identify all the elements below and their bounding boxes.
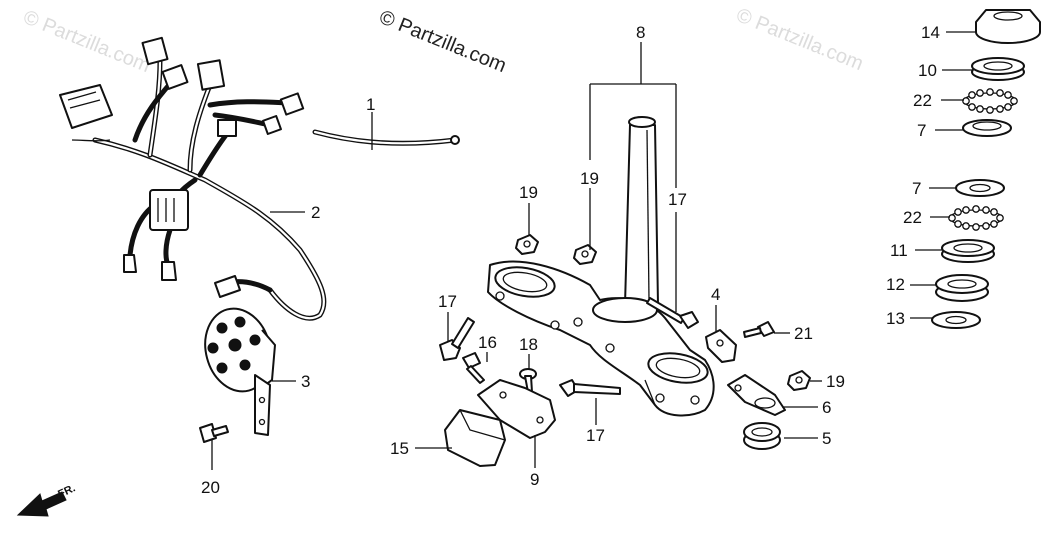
callout-19-left: 19 [519,183,538,202]
front-direction-label: FR. [56,482,77,500]
nut-19-drawing [515,234,811,391]
callout-14: 14 [921,23,940,42]
callout-4: 4 [711,285,720,304]
callout-22-top: 22 [913,91,932,110]
callout-7-bottom: 7 [912,179,921,198]
callout-18: 18 [519,335,538,354]
callout-17-left: 17 [438,292,457,311]
watermark-faint-right: © Partzilla.com [733,4,866,75]
callout-20: 20 [201,478,220,497]
callout-3: 3 [301,372,310,391]
callout-11: 11 [890,241,908,260]
wire-harness-drawing [59,36,460,321]
bolt-17-drawing [439,297,699,397]
callout-12: 12 [886,275,905,294]
cover-15-drawing [444,409,506,467]
callout-16: 16 [478,333,497,352]
screw-21-drawing [743,321,775,338]
callout-labels: 1 2 3 4 5 6 7 7 8 9 10 11 12 13 14 15 16… [201,23,940,497]
callout-10: 10 [918,61,937,80]
callout-13: 13 [886,309,905,328]
watermark-faint-left: © Partzilla.com [20,6,153,77]
ball-ring-top [962,88,1018,114]
callout-6: 6 [822,398,831,417]
bracket-9-drawing [477,379,556,439]
bearing-stack-drawing [931,9,1041,329]
callout-21: 21 [794,324,813,343]
callout-17-stem: 17 [668,190,687,209]
callout-19-right: 19 [826,372,845,391]
callout-2: 2 [311,203,320,222]
horn-drawing [204,275,276,436]
callout-22-bottom: 22 [903,208,922,227]
front-direction-arrow: FR. [16,482,77,517]
callout-15: 15 [390,439,409,458]
callout-9: 9 [530,470,539,489]
bracket-6-drawing [727,374,786,416]
callout-7-top: 7 [917,121,926,140]
callout-5: 5 [822,429,831,448]
clip-4-drawing [705,329,737,363]
seal-5-drawing [743,422,781,450]
ball-ring-bottom [948,205,1004,231]
callout-1: 1 [366,95,375,114]
callout-19-stem: 19 [580,169,599,188]
bolt-16-drawing [462,352,485,384]
watermark-main: © Partzilla.com [376,6,509,77]
callout-8: 8 [636,23,645,42]
bolt-20-drawing [199,423,229,443]
steering-stem-drawing [487,116,715,417]
callout-17-bottom: 17 [586,426,605,445]
leader-lines [211,31,976,470]
